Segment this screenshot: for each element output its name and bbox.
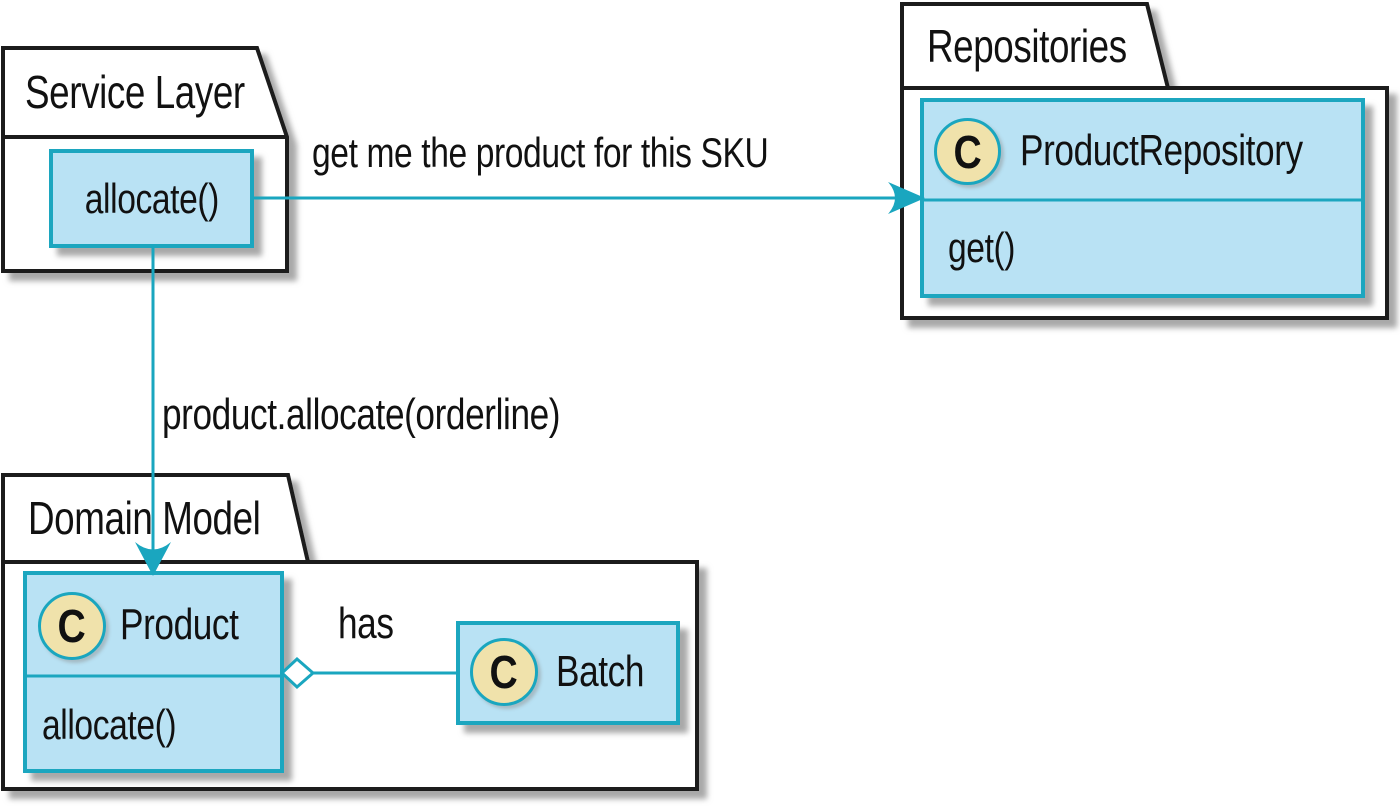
product-stereotype-icon: C xyxy=(38,592,106,660)
product-name: Product xyxy=(120,600,239,649)
aggregation-diamond-icon xyxy=(279,656,316,690)
edge-label-get-sku: get me the product for this SKU xyxy=(312,129,769,176)
arrow-service-to-repository xyxy=(253,182,925,214)
product-repository-method: get() xyxy=(948,224,1016,271)
batch-name: Batch xyxy=(556,647,645,696)
edge-label-has: has xyxy=(338,599,394,648)
batch-stereotype-icon: C xyxy=(470,638,538,706)
allocate-service-label: allocate() xyxy=(84,174,219,222)
arrowhead-right-icon xyxy=(888,182,925,214)
edge-label-product-allocate: product.allocate(orderline) xyxy=(162,390,561,439)
product-repository-name: ProductRepository xyxy=(1020,126,1303,175)
allocate-service-box-shape xyxy=(49,149,254,248)
product-method: allocate() xyxy=(42,701,177,748)
arrowhead-down-icon xyxy=(135,542,171,576)
allocate-service-box: allocate() xyxy=(51,151,252,246)
product-repository-stereotype-icon: C xyxy=(934,118,1001,185)
service-layer-package-title: Service Layer xyxy=(25,66,245,118)
repositories-package-title: Repositories xyxy=(927,20,1127,72)
arrow-service-to-product xyxy=(135,246,171,576)
aggregation-product-to-batch xyxy=(279,656,458,690)
domain-model-package-title: Domain Model xyxy=(28,492,261,544)
